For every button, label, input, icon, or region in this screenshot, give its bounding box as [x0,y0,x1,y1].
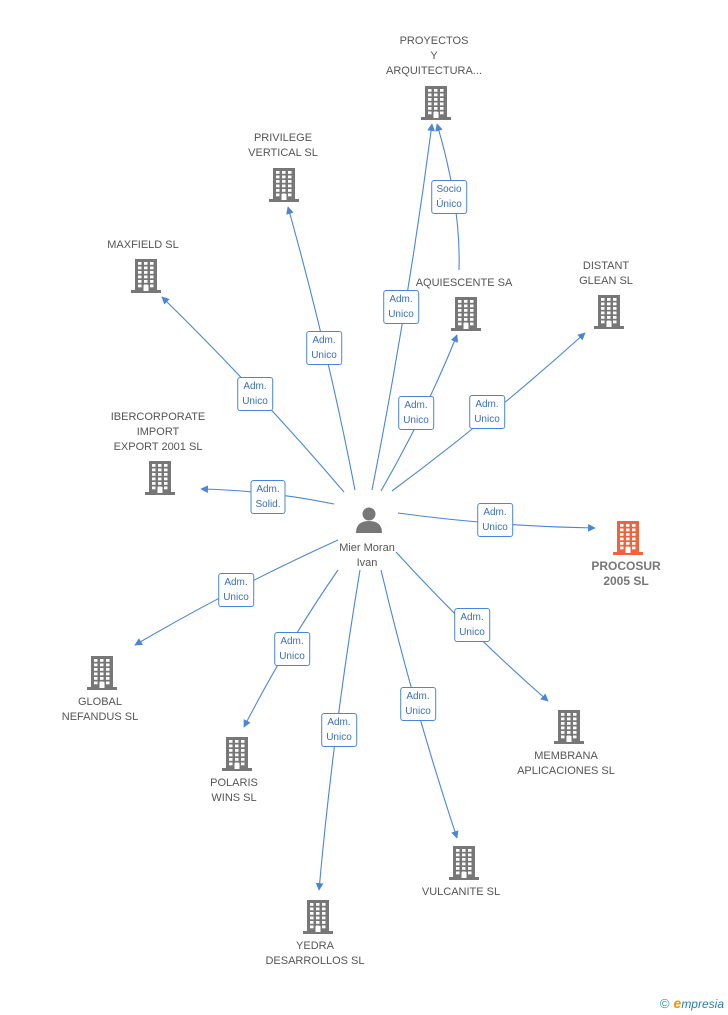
edge-label-procosur[interactable]: Adm. Unico [477,503,513,537]
brand-logo-text: mpresia [681,997,724,1011]
edge-label-polaris[interactable]: Adm. Unico [274,632,310,666]
node-label-privilege[interactable]: PRIVILEGE VERTICAL SL [248,132,318,159]
copyright-icon: © [659,996,670,1011]
edge-label-global[interactable]: Adm. Unico [218,573,254,607]
node-label-membrana[interactable]: MEMBRANA APLICACIONES SL [517,750,615,777]
building-icon-yedra[interactable] [303,900,333,934]
building-icon-global[interactable] [87,656,117,690]
building-icon-privilege[interactable] [269,168,299,202]
node-label-global[interactable]: GLOBAL NEFANDUS SL [61,696,139,723]
edge-label-distant[interactable]: Adm. Unico [469,395,505,429]
building-icon-polaris[interactable] [222,737,252,771]
edge-label-privilege[interactable]: Adm. Unico [306,331,342,365]
building-icon-procosur[interactable] [613,521,643,555]
center-person-label[interactable]: Mier Moran Ivan [339,542,395,569]
brand-footer[interactable]: ©empresia [660,995,724,1011]
node-label-maxfield[interactable]: MAXFIELD SL [107,239,179,251]
edge-label-aquiescente[interactable]: Adm. Unico [398,396,434,430]
node-label-distant[interactable]: DISTANT GLEAN SL [579,260,633,287]
building-icon-aquiescente[interactable] [451,297,481,331]
edge-label-proyectos[interactable]: Adm. Unico [383,290,419,324]
brand-logo-e: e [673,995,682,1011]
edge-label-yedra[interactable]: Adm. Unico [321,713,357,747]
node-label-vulcanite[interactable]: VULCANITE SL [421,886,501,898]
node-label-procosur[interactable]: PROCOSUR 2005 SL [591,559,661,588]
edge-label-membrana[interactable]: Adm. Unico [454,608,490,642]
building-icon-membrana[interactable] [554,710,584,744]
building-icon-proyectos[interactable] [421,86,451,120]
node-label-proyectos[interactable]: PROYECTOS Y ARQUITECTURA... [386,35,482,77]
building-icon-distant[interactable] [594,295,624,329]
edge-label-vulcanite[interactable]: Adm. Unico [400,687,436,721]
edge-label-aquiescente-proyectos[interactable]: Socio Único [431,180,467,214]
node-label-polaris[interactable]: POLARIS WINS SL [210,777,258,804]
building-icon-ibercorporate[interactable] [145,461,175,495]
node-label-ibercorporate[interactable]: IBERCORPORATE IMPORT EXPORT 2001 SL [110,411,206,453]
building-icon-maxfield[interactable] [131,259,161,293]
person-icon[interactable] [356,507,382,534]
edge-label-ibercorporate[interactable]: Adm. Solid. [250,480,286,514]
node-label-yedra[interactable]: YEDRA DESARROLLOS SL [265,940,365,967]
edge-label-maxfield[interactable]: Adm. Unico [237,377,273,411]
building-icon-vulcanite[interactable] [449,846,479,880]
node-label-aquiescente[interactable]: AQUIESCENTE SA [415,277,513,289]
